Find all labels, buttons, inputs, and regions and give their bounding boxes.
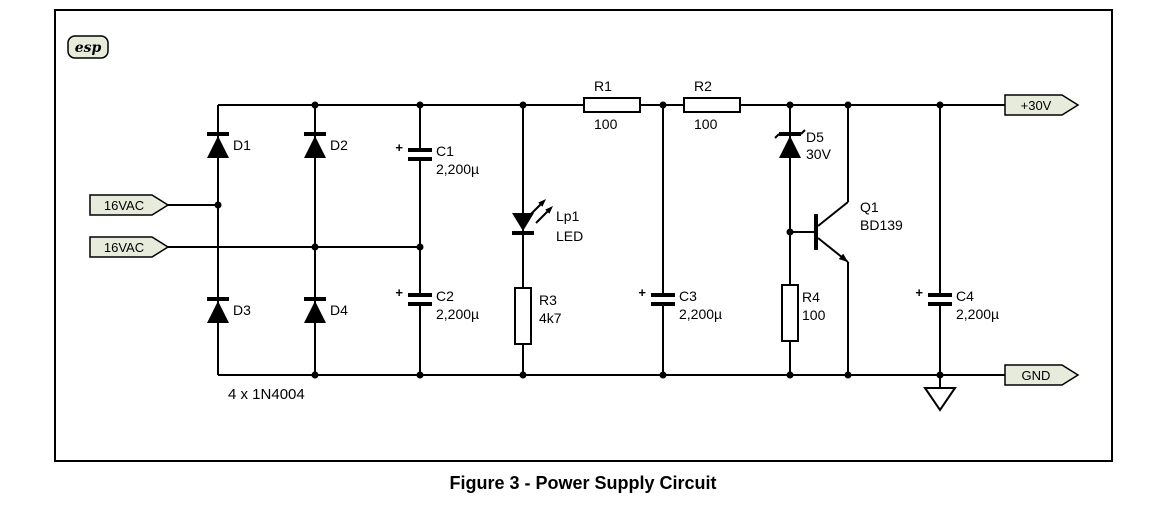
r3-resistor-icon bbox=[514, 287, 532, 345]
ac2-tag-label: 16VAC bbox=[104, 240, 144, 255]
c2-capacitor-icon bbox=[408, 293, 432, 297]
resistor-r1: R1 100 bbox=[583, 78, 641, 132]
c3-polarity-mark: + bbox=[638, 285, 646, 300]
diode-d2: D2 bbox=[304, 132, 348, 158]
d3-cathode-bar-icon bbox=[207, 297, 229, 301]
esp-logo: esp bbox=[67, 35, 109, 59]
capacitor-c4: + C4 2,200µ bbox=[915, 285, 999, 322]
lp1-value: LED bbox=[556, 228, 583, 244]
q1-emitter-arrow-icon bbox=[838, 253, 848, 262]
d5-diode-icon bbox=[779, 136, 801, 158]
c1-value: 2,200µ bbox=[436, 161, 479, 177]
c1-polarity-mark: + bbox=[395, 140, 403, 155]
c1-capacitor-icon bbox=[408, 148, 432, 152]
d5-value: 30V bbox=[806, 146, 832, 162]
ground-symbol-icon bbox=[923, 387, 957, 412]
diode-d1: D1 bbox=[207, 132, 251, 158]
d2-cathode-bar-icon bbox=[304, 132, 326, 136]
diode-d4: D4 bbox=[304, 297, 348, 323]
lp1-cathode-bar-icon bbox=[512, 231, 534, 235]
d5-label: D5 bbox=[806, 129, 824, 145]
r4-value: 100 bbox=[802, 307, 826, 323]
ac2-tag-icon bbox=[89, 236, 170, 258]
r4-resistor-icon bbox=[781, 284, 799, 342]
output-tag-30v: +30V bbox=[1004, 94, 1080, 116]
gnd-tag-icon bbox=[1004, 364, 1080, 386]
junction-dots bbox=[214, 101, 944, 379]
diode-type-note: 4 x 1N4004 bbox=[228, 386, 305, 403]
input-tag-ac1: 16VAC bbox=[89, 194, 170, 216]
d4-cathode-bar-icon bbox=[304, 297, 326, 301]
c4-label: C4 bbox=[956, 288, 974, 304]
c1-label: C1 bbox=[436, 143, 454, 159]
d2-label: D2 bbox=[330, 137, 348, 153]
wires bbox=[168, 104, 1005, 388]
diode-d3: D3 bbox=[207, 297, 251, 323]
r2-value: 100 bbox=[694, 116, 718, 132]
c3-value: 2,200µ bbox=[679, 306, 722, 322]
r3-label: R3 bbox=[539, 292, 557, 308]
resistor-r2: R2 100 bbox=[683, 78, 741, 132]
vout-tag-label: +30V bbox=[1021, 98, 1052, 113]
d2-diode-icon bbox=[304, 136, 326, 158]
capacitor-c3: + C3 2,200µ bbox=[638, 285, 722, 322]
c2-label: C2 bbox=[436, 288, 454, 304]
gnd-tag-label: GND bbox=[1022, 368, 1051, 383]
figure-caption: Figure 3 - Power Supply Circuit bbox=[449, 473, 716, 493]
r1-value: 100 bbox=[594, 116, 618, 132]
d3-diode-icon bbox=[207, 301, 229, 323]
d1-cathode-bar-icon bbox=[207, 132, 229, 136]
c2-polarity-mark: + bbox=[395, 285, 403, 300]
r2-resistor-icon bbox=[683, 97, 741, 113]
figure-border bbox=[54, 9, 1113, 462]
r1-resistor-icon bbox=[583, 97, 641, 113]
d4-label: D4 bbox=[330, 302, 348, 318]
d4-diode-icon bbox=[304, 301, 326, 323]
transistor-q1: Q1 BD139 bbox=[814, 199, 903, 263]
output-tag-gnd: GND bbox=[1004, 364, 1080, 386]
ac1-tag-label: 16VAC bbox=[104, 198, 144, 213]
zener-d5: D5 30V bbox=[774, 129, 832, 162]
resistor-r4: R4 100 bbox=[781, 284, 826, 342]
vout-tag-icon bbox=[1004, 94, 1080, 116]
c3-label: C3 bbox=[679, 288, 697, 304]
d5-cathode-bar-icon bbox=[779, 132, 801, 136]
d1-label: D1 bbox=[233, 137, 251, 153]
r1-label: R1 bbox=[594, 78, 612, 94]
ac1-tag-icon bbox=[89, 194, 170, 216]
c3-capacitor-icon bbox=[651, 293, 675, 297]
q1-base-bar-icon bbox=[814, 214, 818, 250]
d3-label: D3 bbox=[233, 302, 251, 318]
led-lp1: Lp1 LED bbox=[512, 199, 583, 244]
d1-diode-icon bbox=[207, 136, 229, 158]
c4-capacitor-icon bbox=[928, 293, 952, 297]
lp1-diode-icon bbox=[512, 213, 534, 231]
q1-value: BD139 bbox=[860, 217, 903, 233]
r2-label: R2 bbox=[694, 78, 712, 94]
lp1-label: Lp1 bbox=[556, 208, 580, 224]
esp-logo-text: esp bbox=[75, 40, 102, 56]
q1-label: Q1 bbox=[860, 199, 879, 215]
c4-polarity-mark: + bbox=[915, 285, 923, 300]
c2-value: 2,200µ bbox=[436, 306, 479, 322]
r4-label: R4 bbox=[802, 289, 820, 305]
c4-value: 2,200µ bbox=[956, 306, 999, 322]
capacitor-c1: + C1 2,200µ bbox=[395, 140, 479, 177]
resistor-r3: R3 4k7 bbox=[514, 287, 562, 345]
esp-logo-box bbox=[67, 35, 109, 59]
input-tag-ac2: 16VAC bbox=[89, 236, 170, 258]
lp1-emission-arrows-icon bbox=[528, 199, 553, 224]
r3-value: 4k7 bbox=[539, 310, 562, 326]
capacitor-c2: + C2 2,200µ bbox=[395, 285, 479, 322]
